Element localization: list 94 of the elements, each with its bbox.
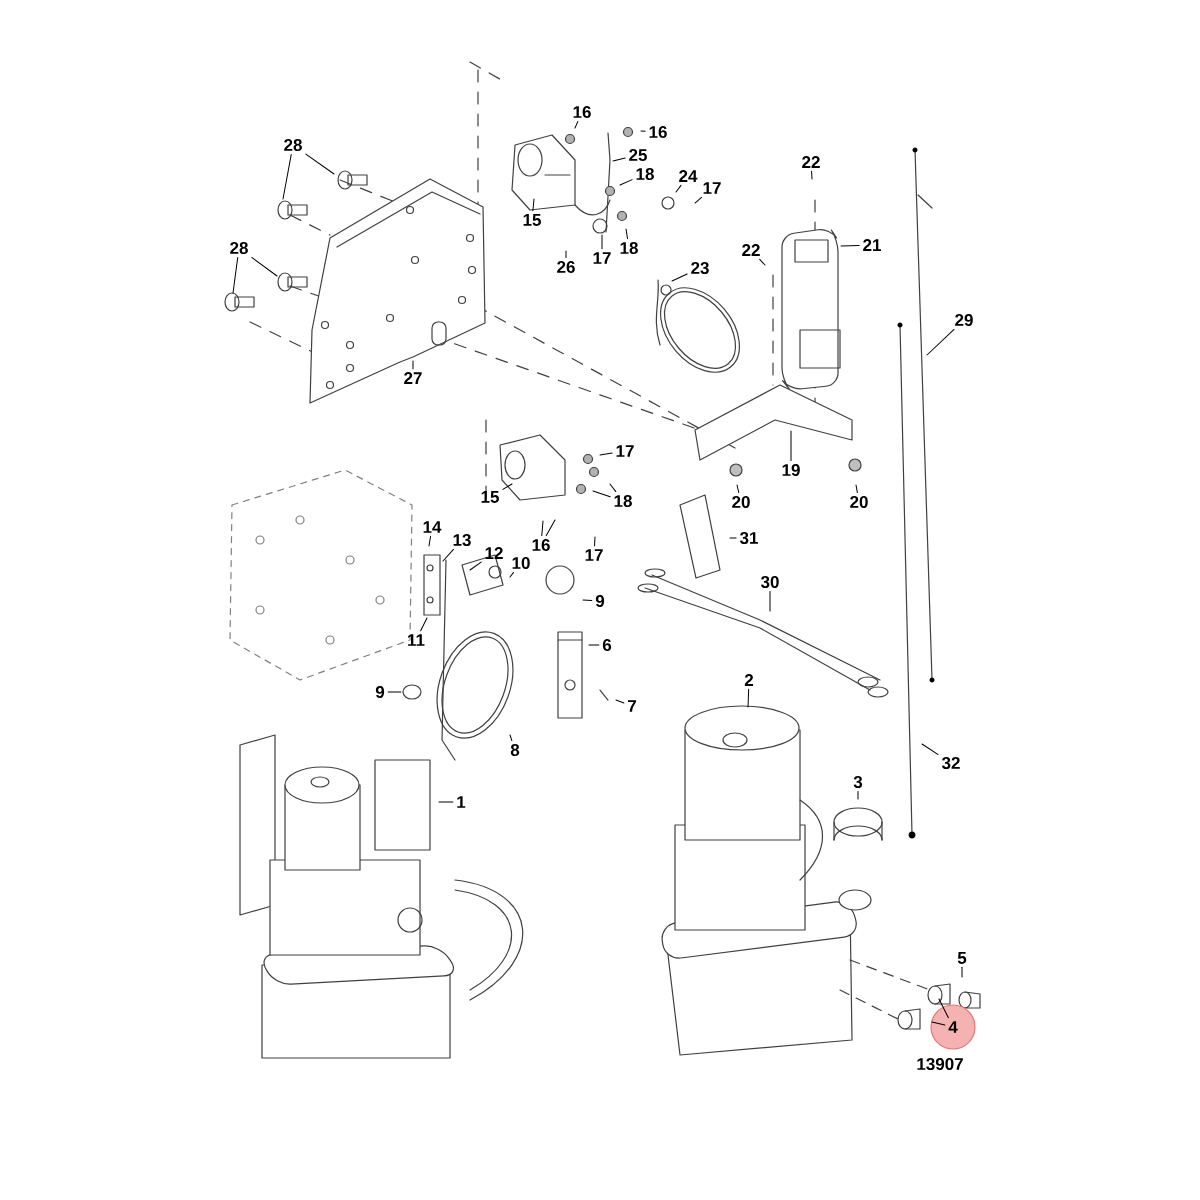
- leader-line: [582, 599, 593, 602]
- callout-number: 22: [742, 244, 760, 256]
- leader-line: [592, 490, 611, 498]
- callout-number: 6: [602, 639, 612, 651]
- leader-line: [469, 561, 482, 571]
- leader-line: [675, 184, 682, 193]
- leader-line: [609, 483, 617, 493]
- leader-line: [769, 590, 771, 612]
- leader-line: [420, 617, 428, 632]
- leader-line: [509, 734, 513, 742]
- leader-line: [729, 537, 737, 539]
- callout-number: 5: [957, 952, 967, 964]
- callout-number: 23: [691, 262, 709, 275]
- leader-line: [545, 519, 556, 537]
- leader-line: [502, 483, 513, 490]
- leader-line: [747, 688, 750, 708]
- callout-number: 21: [863, 239, 881, 251]
- leader-line: [601, 234, 603, 250]
- leader-line: [931, 1021, 946, 1026]
- leader-line: [625, 228, 628, 240]
- callout-number: 18: [614, 495, 632, 507]
- leader-line: [599, 452, 613, 456]
- leader-line: [251, 256, 278, 277]
- leader-line: [961, 966, 963, 978]
- callout-number: 16: [532, 539, 550, 551]
- callout-number: 9: [375, 686, 385, 698]
- callout-number: 26: [557, 261, 575, 273]
- leader-line: [736, 484, 740, 494]
- callout-number: 12: [485, 547, 503, 559]
- callout-number: 24: [679, 170, 698, 182]
- leader-line: [428, 535, 432, 547]
- leader-line: [612, 157, 626, 162]
- leader-line: [790, 430, 792, 462]
- leader-line: [840, 244, 860, 247]
- callout-number: 17: [593, 252, 611, 264]
- callout-number: 9: [595, 595, 605, 607]
- callout-number: 28: [284, 139, 302, 151]
- leader-line: [671, 273, 688, 282]
- callout-number: 27: [404, 372, 422, 384]
- callout-number: 17: [616, 445, 634, 457]
- callout-number: 28: [230, 242, 248, 254]
- leader-line: [694, 196, 703, 204]
- leader-line: [615, 699, 625, 704]
- callout-number: 11: [408, 634, 425, 646]
- leader-line: [438, 801, 454, 803]
- leader-line: [412, 360, 414, 370]
- leader-line: [588, 644, 600, 646]
- leader-line: [921, 743, 939, 756]
- callout-number: 7: [628, 700, 636, 712]
- leader-line: [509, 571, 515, 578]
- callout-number: 16: [649, 126, 667, 138]
- leader-line: [305, 153, 335, 175]
- callout-number: 8: [510, 744, 520, 756]
- callout-number: 18: [636, 168, 654, 180]
- callout-number: 17: [585, 549, 603, 561]
- callout-number: 20: [850, 496, 868, 508]
- callout-number: 30: [760, 576, 779, 589]
- callout-number: 20: [732, 496, 750, 508]
- leader-line: [232, 256, 239, 294]
- leader-line: [640, 130, 646, 132]
- leader-line: [855, 484, 858, 494]
- callout-number: 3: [853, 776, 863, 789]
- leader-line: [565, 250, 567, 259]
- leader-line: [574, 120, 579, 129]
- callout-number: 18: [620, 242, 638, 254]
- leader-line: [857, 790, 859, 800]
- leader-line: [926, 328, 955, 356]
- callout-number: 31: [739, 532, 758, 545]
- callout-number: 2: [744, 674, 754, 686]
- leader-line: [541, 520, 544, 537]
- callout-number: 4: [948, 1021, 958, 1033]
- callout-number: 15: [523, 214, 541, 226]
- callout-number: 1: [457, 796, 466, 808]
- leader-line: [759, 258, 766, 266]
- callout-number: 13: [453, 534, 471, 547]
- leader-line: [387, 691, 402, 693]
- leader-line: [811, 170, 813, 180]
- leader-line: [938, 998, 949, 1019]
- leader-line: [442, 548, 454, 562]
- callout-number: 22: [802, 156, 820, 168]
- callout-number: 19: [782, 464, 800, 476]
- callout-number: 32: [941, 757, 960, 770]
- callout-number: 17: [703, 182, 721, 194]
- drawing-number: 13907: [917, 1058, 963, 1071]
- callout-number: 14: [423, 521, 442, 533]
- leader-line: [532, 198, 535, 212]
- leader-line: [594, 536, 596, 547]
- leader-line: [619, 179, 633, 186]
- callout-number: 10: [512, 557, 530, 569]
- callout-number: 16: [573, 106, 591, 118]
- callout-number: 15: [481, 491, 499, 503]
- callout-number: 29: [955, 314, 973, 326]
- callout-number: 25: [629, 149, 647, 161]
- leader-line: [282, 153, 292, 200]
